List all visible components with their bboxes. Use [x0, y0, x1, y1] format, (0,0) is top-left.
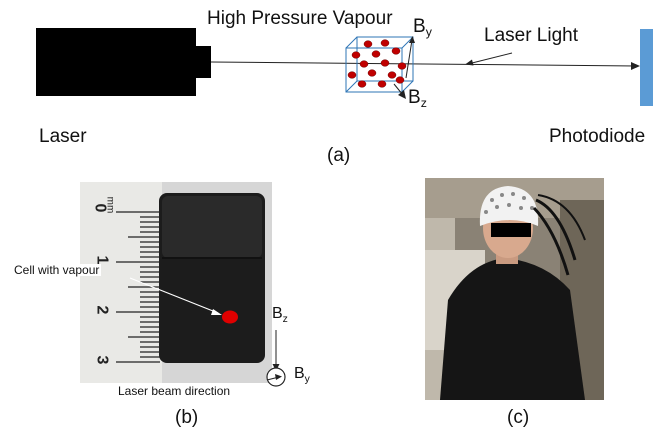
bz-label-b: Bz — [272, 305, 288, 325]
photodiode-bar — [640, 29, 653, 106]
laser-beam-direction-label: Laser beam direction — [118, 384, 231, 398]
vapour-dot — [387, 71, 397, 79]
sensor-photo — [80, 182, 272, 383]
by-arrow-line — [405, 39, 413, 79]
laser-nozzle — [194, 46, 211, 78]
subject-photo — [425, 178, 604, 400]
sensor-block-top — [162, 196, 262, 258]
cell-pointer-head — [211, 309, 222, 315]
vapour-dot — [347, 71, 357, 79]
vapour-dot — [357, 80, 367, 88]
ruler-number-3: 3 — [93, 355, 111, 365]
laser-beam-arrowhead — [631, 62, 640, 70]
vapour-dot — [363, 40, 373, 48]
laser-light-pointer-head — [465, 59, 474, 66]
bz-label-a: Bz — [408, 87, 427, 111]
vapour-dot — [367, 69, 377, 77]
by-label-b: By — [294, 365, 310, 385]
photodiode-label: Photodiode — [549, 126, 646, 147]
by-label-a: By — [413, 16, 432, 40]
ruler-number-0: 0 — [91, 203, 109, 213]
vapour-dot — [359, 60, 369, 68]
vapour-title: High Pressure Vapour — [207, 8, 393, 29]
vapour-dot — [395, 76, 405, 84]
laser-light-pointer — [467, 52, 513, 65]
caption-b: (b) — [175, 407, 199, 428]
vapour-dot — [377, 80, 387, 88]
laser-light-label: Laser Light — [484, 25, 579, 46]
vapour-dot — [351, 51, 361, 59]
ruler-ticks — [116, 211, 160, 363]
subject-body — [440, 258, 585, 400]
caption-a: (a) — [327, 145, 351, 166]
vapour-dot — [391, 47, 401, 55]
vapour-dot — [380, 59, 390, 67]
cell-pointer-line — [129, 277, 219, 314]
laser-beam-line — [210, 61, 637, 67]
vapour-dot — [380, 39, 390, 47]
cell-with-vapour-label: Cell with vapour — [12, 263, 102, 277]
caption-c: (c) — [507, 407, 530, 428]
vapour-dot — [371, 50, 381, 58]
vapour-dots — [347, 39, 407, 88]
vapour-dot — [397, 62, 407, 70]
bz-arrow-head — [398, 90, 406, 99]
sensor-cell-dot — [222, 310, 238, 324]
laser-body — [36, 28, 196, 96]
face-censor-bar — [491, 223, 531, 237]
ruler-number-2: 2 — [93, 305, 111, 315]
laser-label: Laser — [39, 126, 87, 147]
by-arrow-head — [409, 36, 415, 43]
